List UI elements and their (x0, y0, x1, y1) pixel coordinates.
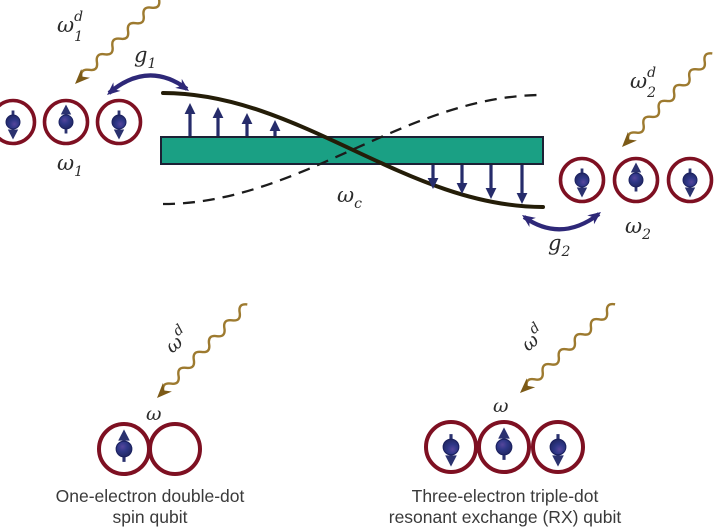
quantum-dot (42, 98, 90, 146)
field-arrow-down (427, 165, 439, 189)
field-arrows-up (184, 103, 281, 136)
quantum-dot (612, 156, 660, 204)
mode-profile-dashed (162, 93, 544, 206)
label-qubit2-freq: ω2 (625, 214, 651, 243)
label-legend-left-drive: ωd (158, 321, 194, 357)
quantum-dot (0, 98, 37, 146)
resonator-body (160, 136, 544, 165)
label-coupling-g1: g1 (134, 43, 156, 72)
field-arrow-up (184, 103, 196, 136)
drive-arrow-qubit2 (617, 49, 717, 152)
label-legend-right-freq: ω (493, 395, 509, 417)
field-arrow-up (269, 120, 281, 136)
coupling-arc-g2 (518, 207, 605, 232)
quantum-dot (666, 156, 714, 204)
field-arrow-up (241, 113, 253, 136)
field-arrow-down (516, 165, 528, 204)
quantum-dot (95, 98, 143, 146)
quantum-dot (531, 420, 585, 474)
label-coupling-g2: g2 (548, 231, 570, 260)
field-arrow-down (485, 165, 497, 199)
quantum-dot (148, 422, 202, 476)
label-legend-right-drive: ωd (514, 319, 550, 355)
field-arrows-down (427, 165, 528, 204)
mode-profile-solid (161, 91, 545, 209)
field-arrow-up (212, 107, 224, 136)
double-dot-qubit (97, 422, 202, 476)
quantum-dot (558, 156, 606, 204)
label-resonator-freq: ωc (337, 183, 362, 212)
drive-arrow-legend-left (152, 300, 252, 403)
caption-triple-dot-line1: Three-electron triple-dot (412, 486, 599, 506)
qubit1-dots (0, 98, 143, 146)
quantum-dot (424, 420, 478, 474)
quantum-dot (477, 420, 531, 474)
triple-dot-qubit (424, 420, 585, 474)
caption-triple-dot-line2: resonant exchange (RX) qubit (389, 507, 622, 527)
coupling-arc-g1 (103, 73, 193, 100)
caption-double-dot-line2: spin qubit (113, 507, 188, 527)
quantum-dot (97, 422, 151, 476)
label-legend-left-freq: ω (146, 403, 162, 425)
label-qubit1-freq: ω1 (57, 151, 83, 180)
caption-double-dot-line1: One-electron double-dot (56, 486, 245, 506)
qubit2-dots (558, 156, 714, 204)
field-arrow-down (456, 165, 468, 194)
